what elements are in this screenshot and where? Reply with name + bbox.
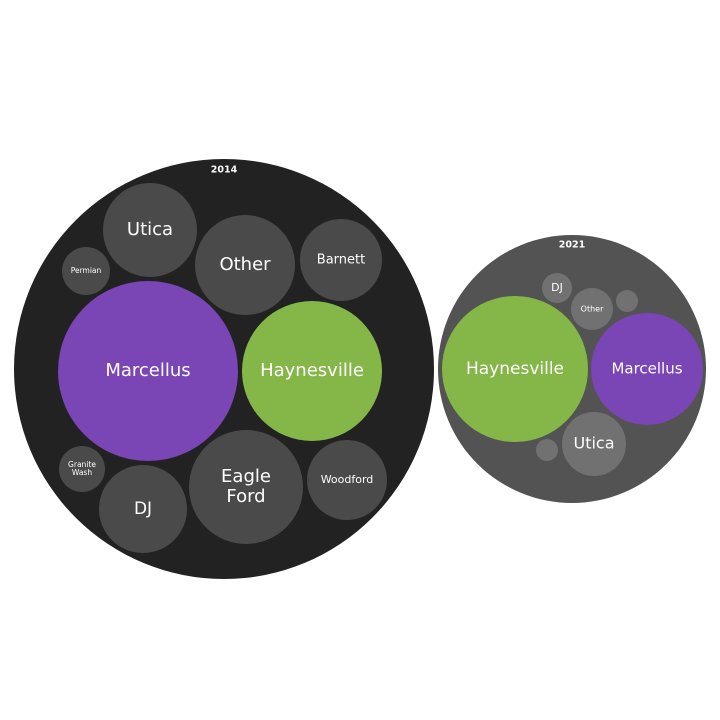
- bubble-label-2014-marcellus: Marcellus: [105, 360, 190, 381]
- bubble-2014-haynesville: [242, 301, 382, 441]
- bubble-label-2014-permian: Permian: [71, 266, 102, 275]
- bubble-2021-utica: [562, 412, 626, 476]
- bubble-label-2014-utica: Utica: [127, 219, 173, 240]
- bubble-2014-other: [195, 215, 295, 315]
- bubble-2021-haynesville: [442, 296, 588, 442]
- bubble-2021-marcellus: [591, 313, 703, 425]
- bubble-2021-other: [571, 288, 613, 330]
- bubble-2014-granite-wash: [59, 446, 105, 492]
- bubble-2014-woodford: [307, 440, 387, 520]
- group-2014-label: 2014: [211, 165, 238, 176]
- bubble-2021-unlabeled-6: [536, 439, 558, 461]
- bubble-label-2014-woodford: Woodford: [321, 473, 374, 486]
- bubble-2014-marcellus: [58, 281, 238, 461]
- bubble-label-2014-haynesville: Haynesville: [260, 360, 364, 381]
- bubble-label-2014-dj: DJ: [134, 499, 152, 519]
- bubble-2021-dj: [542, 273, 572, 303]
- bubble-2021-unlabeled-5: [616, 290, 638, 312]
- bubble-2014-eagle-ford: [189, 430, 303, 544]
- bubble-label-2014-barnett: Barnett: [317, 253, 365, 268]
- group-2021-label: 2021: [559, 240, 585, 251]
- bubble-2014-permian: [62, 247, 110, 295]
- bubble-label-2021-marcellus: Marcellus: [611, 360, 682, 378]
- bubble-2014-barnett: [300, 219, 382, 301]
- bubble-label-2021-other: Other: [581, 305, 604, 314]
- bubble-label-2021-utica: Utica: [573, 434, 614, 453]
- bubble-2014-dj: [99, 465, 187, 553]
- bubble-label-2014-other: Other: [219, 254, 271, 275]
- bubble-label-2021-haynesville: Haynesville: [466, 359, 564, 379]
- bubble-2014-utica: [103, 183, 197, 277]
- bubble-label-2021-dj: DJ: [551, 281, 563, 294]
